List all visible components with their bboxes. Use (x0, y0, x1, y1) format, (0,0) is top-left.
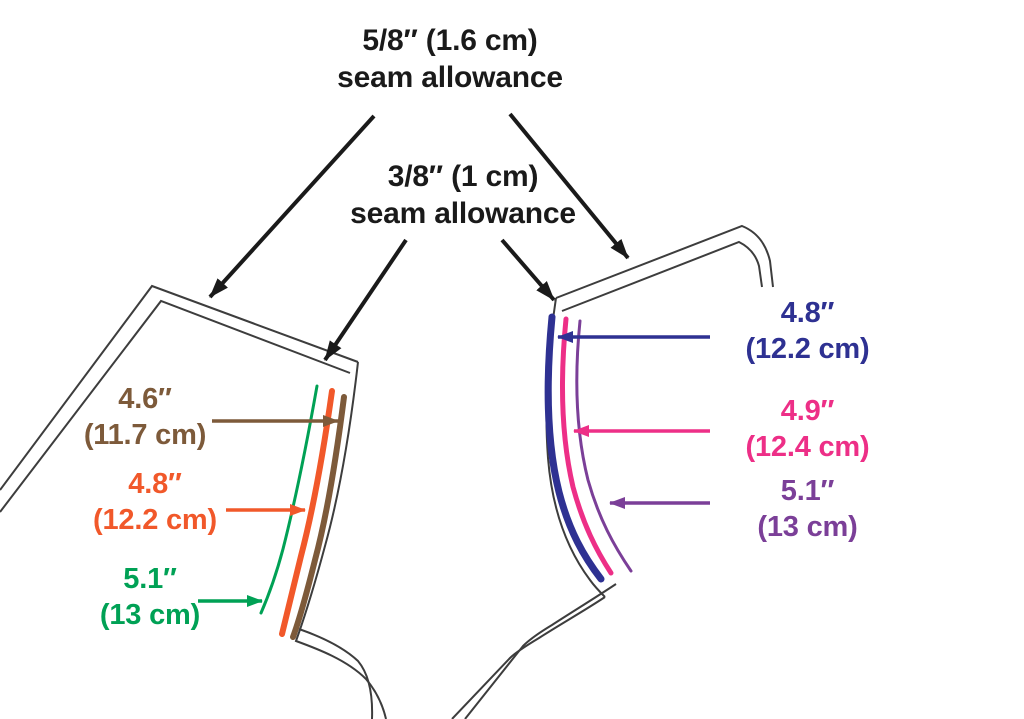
right-measure-purple-inches: 5.1″ (780, 475, 835, 507)
right-measure-purple: 5.1″ (13 cm) (700, 474, 915, 546)
right-piece-cut-edge (555, 224, 774, 299)
right-measure-pink-metric: (12.4 cm) (745, 430, 870, 463)
seam-allowance-58-label: 5/8″ (1.6 cm) seam allowance (330, 22, 570, 96)
left-underarm-stitch-line (298, 628, 374, 719)
left-measure-orange-inches: 4.8″ (128, 468, 182, 500)
left-armhole-curve-green (259, 384, 319, 615)
right-armhole-curve-pink (559, 316, 614, 576)
right-underarm-stitch-line (464, 583, 617, 719)
right-armhole-curve-purple (575, 319, 633, 573)
right-measure-purple-metric: (13 cm) (757, 510, 858, 543)
seam-58-line2: seam allowance (337, 61, 563, 95)
left-measure-orange-metric: (12.2 cm) (93, 503, 217, 536)
left-measure-green-inches: 5.1″ (123, 563, 177, 595)
seam-58-arrow-right (508, 112, 630, 260)
seam-58-arrow-left (208, 114, 376, 299)
right-measure-blue-inches: 4.8″ (780, 297, 835, 329)
seam-58-line1: 5/8″ (1.6 cm) (362, 24, 538, 57)
left-piece-cut-edge (0, 284, 359, 491)
left-measure-orange: 4.8″ (12.2 cm) (55, 467, 255, 539)
seam-38-arrow-left (323, 238, 408, 362)
right-underarm-cut-line (451, 596, 606, 719)
right-armhole-curve-blue (544, 313, 605, 583)
left-measure-brown-metric: (11.7 cm) (83, 418, 207, 451)
right-measure-pink: 4.9″ (12.4 cm) (700, 394, 915, 466)
left-armhole-curve-brown (290, 394, 347, 640)
seam-38-arrow-right (500, 238, 556, 302)
left-piece-stitch-edge (0, 299, 351, 513)
seam-38-line1: 3/8″ (1 cm) (387, 160, 539, 193)
seam-allowance-38-label: 3/8″ (1 cm) seam allowance (338, 158, 588, 232)
left-measure-brown-inches: 4.6″ (118, 383, 172, 415)
right-piece-stitch-edge (561, 240, 763, 312)
right-measure-blue-metric: (12.2 cm) (745, 332, 870, 365)
left-measure-brown: 4.6″ (11.7 cm) (45, 382, 245, 454)
left-measure-green-metric: (13 cm) (99, 598, 201, 631)
left-measure-green: 5.1″ (13 cm) (50, 562, 250, 634)
seam-38-line2: seam allowance (350, 197, 576, 231)
right-measure-blue: 4.8″ (12.2 cm) (700, 296, 915, 368)
left-armhole-curve-orange (279, 388, 335, 637)
right-measure-pink-inches: 4.9″ (780, 395, 835, 427)
